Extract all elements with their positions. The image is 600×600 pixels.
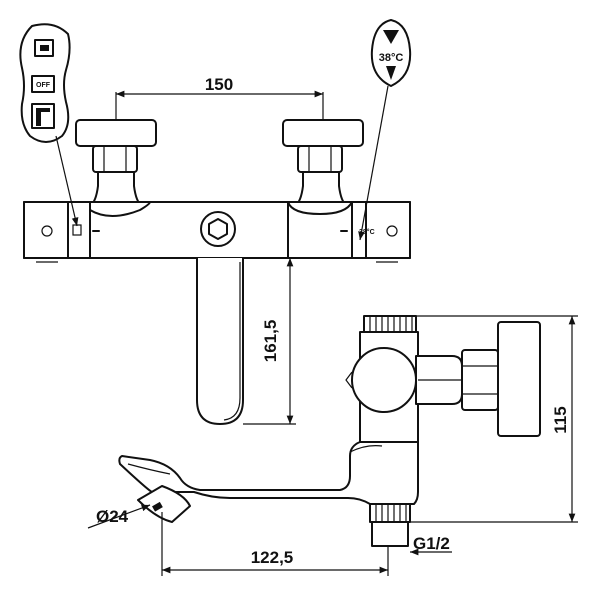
right-end-screw xyxy=(386,225,398,237)
top-thread xyxy=(363,315,417,333)
bottom-thread xyxy=(369,503,411,547)
left-handle-nut xyxy=(92,145,138,173)
right-handle-neck xyxy=(294,171,348,207)
temperature-down-arrow-icon xyxy=(386,66,396,80)
left-end-screw xyxy=(41,225,53,237)
dimension-spout-drop: 161,5 xyxy=(243,257,296,425)
dimension-161-label: 161,5 xyxy=(261,320,280,363)
bath-spout-icon xyxy=(31,103,55,129)
temperature-up-arrow-icon xyxy=(383,30,399,44)
dimension-spout-reach: 122,5 xyxy=(161,512,389,576)
temperature-callout-bubble xyxy=(370,19,412,87)
diverter-callout: OFF xyxy=(19,23,79,227)
dimension-122-label: 122,5 xyxy=(251,548,294,567)
side-knob-housing xyxy=(351,347,417,413)
side-view xyxy=(118,315,541,547)
dimension-thread: G1/2 xyxy=(410,534,452,556)
side-handle-plate xyxy=(497,321,541,437)
dimension-115-label: 115 xyxy=(551,406,570,433)
spout-outlet xyxy=(137,485,191,523)
dimension-diameter-label: Ø24 xyxy=(96,507,129,526)
center-hex-nut xyxy=(208,218,228,240)
right-handle-nut xyxy=(297,145,343,173)
dimension-total-height: 115 xyxy=(410,315,578,523)
spout-side xyxy=(118,441,419,505)
dimension-handle-spacing: 150 xyxy=(115,75,324,120)
dimension-outlet-diameter: Ø24 xyxy=(87,504,151,529)
temperature-scale-label: 38°C xyxy=(359,228,375,236)
off-label: OFF xyxy=(36,82,51,89)
right-handle-cap xyxy=(282,119,364,147)
temperature-callout: 38°C xyxy=(358,19,412,241)
side-hex-nut xyxy=(461,349,499,411)
left-handle-cap xyxy=(75,119,157,147)
dimension-thread-label: G1/2 xyxy=(413,534,450,553)
spout-front xyxy=(196,258,244,425)
dimension-150-label: 150 xyxy=(205,75,233,94)
temperature-callout-label: 38°C xyxy=(379,52,404,64)
off-icon xyxy=(31,75,55,93)
left-handle-neck xyxy=(89,171,143,207)
